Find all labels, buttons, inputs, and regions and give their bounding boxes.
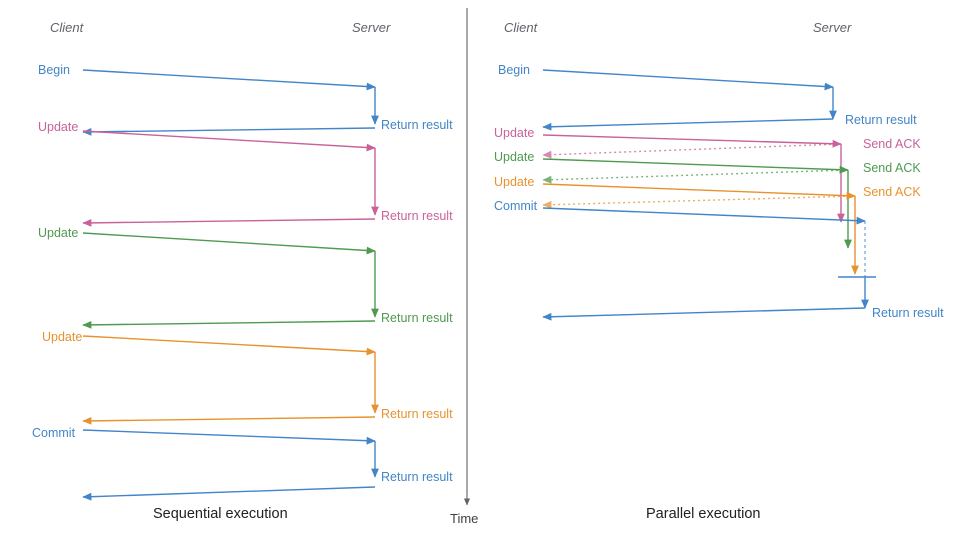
ack-label-update2-par: Send ACK (863, 161, 921, 175)
request-arrow-parallel-0 (542, 69, 834, 91)
request-arrow-parallel-2 (542, 158, 849, 174)
return-label-begin-seq: Return result (381, 118, 453, 132)
return-label-begin-par: Return result (845, 113, 917, 127)
message-label-update3-par: Update (494, 175, 535, 189)
request-arrow-sequential-3 (82, 335, 376, 356)
client-lane-header-sequential: Client (50, 20, 84, 35)
request-arrow-parallel-3 (542, 183, 856, 200)
return-label-update1-seq: Return result (381, 209, 453, 223)
panel-caption-parallel: Parallel execution (646, 506, 761, 522)
message-label-update2-par: Update (494, 150, 535, 164)
response-arrow-sequential-4 (82, 486, 376, 501)
request-arrow-sequential-0 (82, 69, 376, 91)
return-label-commit-par: Return result (872, 306, 944, 320)
server-lane-header-parallel: Server (813, 20, 852, 35)
client-lane-header-parallel: Client (504, 20, 538, 35)
response-arrow-sequential-0 (82, 127, 376, 136)
ack-label-update3-par: Send ACK (863, 185, 921, 199)
message-label-update1-par: Update (494, 126, 535, 140)
message-label-commit-seq: Commit (32, 426, 76, 440)
request-arrow-sequential-2 (82, 232, 376, 255)
time-axis-label: Time (450, 511, 479, 526)
message-label-update1-seq: Update (38, 120, 79, 134)
return-label-update3-seq: Return result (381, 407, 453, 421)
message-label-update3-seq: Update (42, 330, 83, 344)
panel-caption-sequential: Sequential execution (153, 506, 288, 522)
message-label-update2-seq: Update (38, 226, 79, 240)
response-arrow-sequential-2 (82, 320, 376, 329)
response-arrow-parallel-4 (542, 307, 866, 321)
request-arrow-parallel-4 (542, 207, 866, 225)
response-arrow-sequential-3 (82, 416, 376, 425)
response-arrow-parallel-0 (542, 118, 834, 131)
server-lane-header-sequential: Server (352, 20, 391, 35)
ack-arrow-parallel-3 (542, 195, 856, 209)
request-arrow-sequential-1 (82, 130, 376, 152)
ack-arrow-parallel-2 (542, 169, 849, 184)
request-arrow-sequential-4 (82, 429, 376, 445)
message-label-begin-par: Begin (498, 63, 530, 77)
message-label-begin-seq: Begin (38, 63, 70, 77)
ack-label-update1-par: Send ACK (863, 137, 921, 151)
return-label-update2-seq: Return result (381, 311, 453, 325)
response-arrow-sequential-1 (82, 218, 376, 227)
return-label-commit-seq: Return result (381, 470, 453, 484)
request-arrow-parallel-1 (542, 134, 842, 148)
ack-arrow-parallel-1 (542, 143, 842, 159)
message-label-commit-par: Commit (494, 199, 538, 213)
